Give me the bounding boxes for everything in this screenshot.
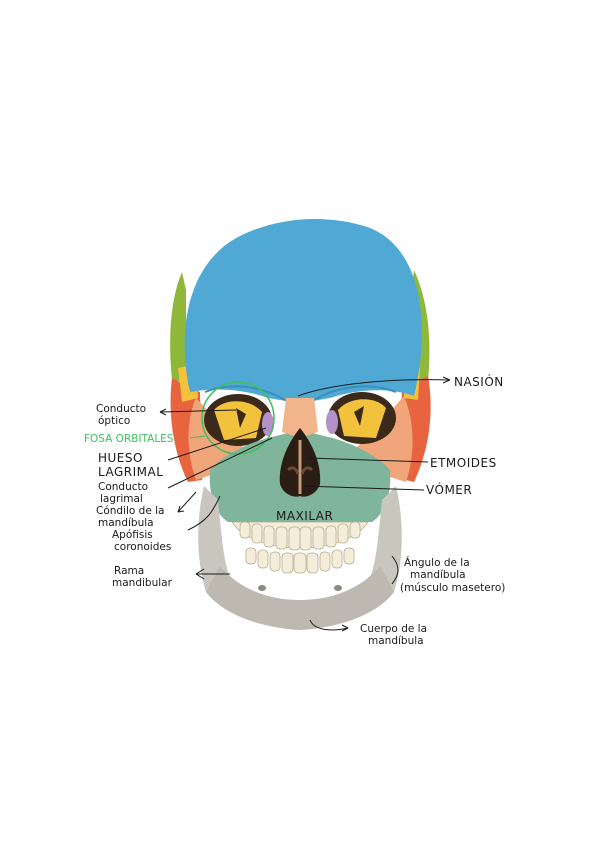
- label-conducto-optico-2: óptico: [98, 415, 130, 427]
- label-conducto-optico-1: Conducto: [96, 403, 146, 415]
- label-cuerpo-1: Cuerpo de la: [360, 623, 427, 635]
- label-conducto-lagrimal-1: Conducto: [98, 481, 148, 493]
- label-angulo-3: (músculo masetero): [400, 582, 505, 594]
- label-fosa-orbitales: FOSA ORBITALES: [84, 433, 174, 445]
- label-angulo-2: mandíbula: [410, 569, 466, 581]
- upper-teeth: [231, 521, 369, 551]
- nasal-bone: [282, 398, 318, 438]
- label-apofisis-2: coronoides: [114, 541, 171, 553]
- leader-lines: [159, 376, 451, 632]
- lacrimal-left: [262, 412, 274, 436]
- label-conducto-lagrimal-2: lagrimal: [100, 493, 143, 505]
- label-angulo-1: Ángulo de la: [404, 556, 470, 569]
- label-condilo-2: mandíbula: [98, 517, 154, 529]
- frontal-bone: [184, 218, 422, 402]
- label-maxilar: MAXILAR: [276, 509, 333, 523]
- label-rama-2: mandibular: [112, 577, 173, 589]
- label-apofisis-1: Apófisis: [112, 529, 153, 541]
- label-nasion: NASIÓN: [454, 374, 504, 389]
- labels: Conducto óptico FOSA ORBITALES HUESO LAG…: [84, 374, 505, 647]
- label-hueso-lagrimal-1: HUESO: [98, 451, 143, 465]
- lacrimal-right: [326, 410, 338, 434]
- label-condilo-1: Cóndilo de la: [96, 505, 165, 517]
- label-etmoides: ETMOIDES: [430, 456, 497, 470]
- label-vomer: VÓMER: [426, 482, 472, 497]
- label-hueso-lagrimal-2: LAGRIMAL: [98, 465, 163, 479]
- skull-illustration: [170, 218, 431, 630]
- label-cuerpo-2: mandíbula: [368, 635, 424, 647]
- lower-teeth: [245, 547, 355, 574]
- label-rama-1: Rama: [114, 565, 144, 577]
- parietal-left: [170, 272, 186, 382]
